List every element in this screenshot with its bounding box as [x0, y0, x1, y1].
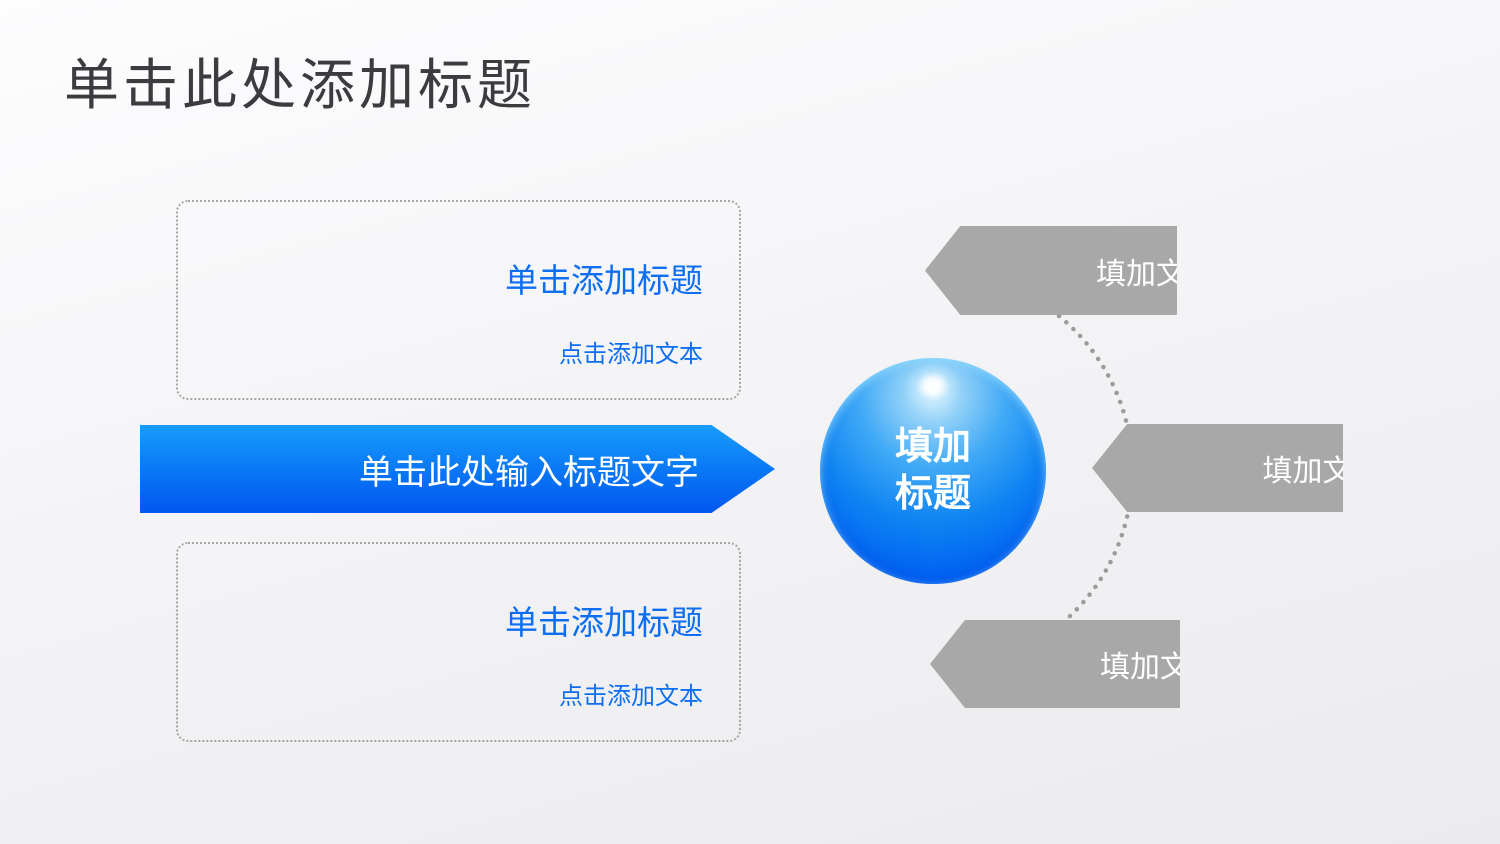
- gray-arrow-bottom[interactable]: 填加文字: [930, 620, 1180, 708]
- sphere-label: 填加 标题: [895, 424, 971, 519]
- banner-label: 单击此处输入标题文字: [359, 453, 699, 492]
- gray-arrow-middle-label: 填加文字: [1262, 455, 1383, 488]
- gray-arrow-top-label: 填加文字: [1096, 257, 1216, 291]
- box-bottom-subtitle[interactable]: 点击添加文本: [559, 683, 703, 710]
- gray-arrow-middle[interactable]: 填加文字: [1092, 424, 1343, 512]
- text-placeholder-box-top[interactable]: 单击添加标题 点击添加文本: [176, 200, 741, 400]
- sphere-highlight-glint: [905, 362, 961, 410]
- gray-arrow-bottom-label: 填加文字: [1100, 651, 1220, 684]
- slide-title-placeholder[interactable]: 单击此处添加标题: [64, 54, 537, 116]
- sphere-label-line1: 填加: [894, 425, 971, 468]
- center-sphere[interactable]: 填加 标题: [820, 358, 1046, 584]
- box-top-subtitle[interactable]: 点击添加文本: [559, 341, 703, 368]
- blue-title-banner-arrow[interactable]: 单击此处输入标题文字: [140, 425, 775, 513]
- box-top-title[interactable]: 单击添加标题: [505, 262, 703, 299]
- gray-arrow-top[interactable]: 填加文字: [925, 226, 1177, 315]
- box-bottom-title[interactable]: 单击添加标题: [505, 604, 703, 641]
- text-placeholder-box-bottom[interactable]: 单击添加标题 点击添加文本: [176, 542, 741, 742]
- sphere-label-line2: 标题: [894, 473, 971, 515]
